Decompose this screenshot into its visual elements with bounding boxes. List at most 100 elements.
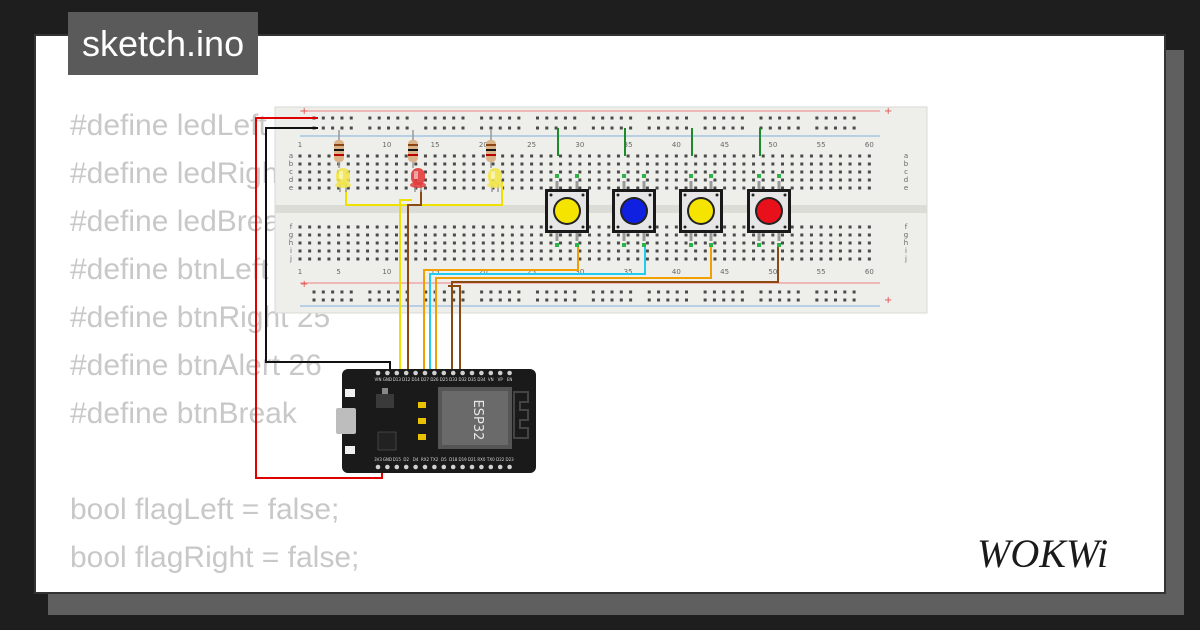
esp32-pin[interactable] [375, 464, 381, 470]
breadboard-hole [597, 186, 601, 190]
file-tab[interactable]: sketch.ino [68, 12, 259, 75]
esp32-pin[interactable] [469, 464, 475, 470]
breadboard-hole [308, 257, 312, 261]
breadboard-hole [829, 154, 833, 158]
esp32-pin[interactable] [488, 370, 494, 376]
esp32-pin[interactable] [422, 464, 428, 470]
breadboard-hole [498, 126, 502, 130]
esp32-pin[interactable] [469, 370, 475, 376]
esp32-pin[interactable] [394, 464, 400, 470]
breadboard-hole [424, 116, 428, 120]
breadboard-hole [481, 257, 485, 261]
breadboard-hole [848, 225, 852, 229]
esp32-pin[interactable] [432, 370, 437, 376]
breadboard-hole [588, 170, 591, 174]
breadboard-hole [761, 249, 765, 253]
esp32-pin[interactable] [403, 464, 409, 470]
esp32-pin[interactable] [422, 370, 428, 376]
breadboard-hole [636, 241, 640, 245]
breadboard-hole [610, 290, 614, 294]
esp32-pin[interactable] [432, 464, 437, 470]
wire-brown-btn [451, 245, 779, 372]
breadboard-hole [848, 162, 852, 166]
breadboard-hole [530, 186, 534, 190]
breadboard-hole [452, 233, 456, 237]
breadboard-hole [520, 233, 524, 237]
esp32-pin[interactable] [450, 370, 456, 376]
esp32-pin[interactable] [488, 464, 494, 470]
breadboard-hole [321, 298, 325, 302]
breadboard-hole [385, 186, 389, 190]
esp32-pin[interactable] [460, 370, 465, 376]
breadboard-hole [722, 116, 726, 120]
esp32-pin[interactable] [507, 370, 512, 376]
breadboard-hole [800, 257, 804, 261]
breadboard-hole [588, 162, 591, 166]
breadboard-hole [787, 116, 791, 120]
breadboard-hole [629, 290, 633, 294]
column-number: 55 [817, 141, 826, 149]
esp32-pin[interactable] [413, 370, 418, 376]
pushbutton-3[interactable] [679, 174, 723, 247]
breadboard-hole [674, 170, 678, 174]
esp32-pin[interactable] [413, 464, 418, 470]
esp32-pin[interactable] [441, 370, 447, 376]
esp32-pin[interactable] [450, 464, 456, 470]
breadboard-hole [591, 298, 595, 302]
breadboard-hole [858, 170, 862, 174]
pushbutton-4[interactable] [747, 174, 791, 247]
esp32-pin[interactable] [497, 464, 503, 470]
breadboard-hole [645, 154, 649, 158]
breadboard-hole [752, 178, 756, 182]
column-number: 55 [817, 268, 826, 276]
row-letter: b [289, 160, 294, 168]
esp32-pin[interactable] [385, 370, 390, 376]
breadboard-hole [510, 186, 514, 190]
esp32-pin[interactable] [403, 370, 409, 376]
pushbutton-1[interactable] [545, 174, 589, 247]
esp32-pin[interactable] [479, 464, 484, 470]
breadboard-hole [321, 126, 325, 130]
esp32-pin[interactable] [497, 370, 503, 376]
led-2[interactable] [410, 168, 426, 192]
breadboard-hole [742, 233, 746, 237]
breadboard-hole [752, 154, 756, 158]
esp32-pin[interactable] [479, 370, 484, 376]
breadboard-hole [349, 116, 353, 120]
esp32-pin[interactable] [507, 464, 512, 470]
breadboard-hole [636, 186, 640, 190]
esp32-pin[interactable] [441, 464, 447, 470]
breadboard-hole [481, 241, 485, 245]
esp32-pin[interactable] [460, 464, 465, 470]
breadboard-hole [349, 290, 353, 294]
breadboard-hole [740, 298, 744, 302]
breadboard-hole [317, 162, 321, 166]
esp32-pin-label: RX2 [421, 457, 430, 462]
breadboard-hole [404, 249, 408, 253]
pushbutton-2[interactable] [612, 174, 656, 247]
breadboard-hole [298, 178, 302, 182]
led-3[interactable] [487, 168, 503, 192]
breadboard-hole [778, 126, 782, 130]
breadboard-hole [657, 126, 661, 130]
breadboard-hole [655, 162, 659, 166]
esp32-pin[interactable] [375, 370, 381, 376]
breadboard-hole [740, 290, 744, 294]
column-numbers: 1155101015152020252530303535404045455050… [298, 141, 874, 276]
breadboard-hole [366, 233, 370, 237]
breadboard-hole [761, 257, 765, 261]
esp32-pin[interactable] [394, 370, 400, 376]
breadboard-hole [375, 154, 379, 158]
breadboard-hole [858, 233, 862, 237]
breadboard-hole [395, 162, 398, 166]
esp32-pin[interactable] [385, 464, 390, 470]
breadboard-hole [404, 233, 408, 237]
breadboard-hole [858, 178, 862, 182]
breadboard-hole [346, 154, 350, 158]
leds [335, 168, 503, 192]
led-1[interactable] [335, 168, 351, 192]
breadboard-hole [452, 154, 456, 158]
row-letter: j [904, 255, 907, 263]
